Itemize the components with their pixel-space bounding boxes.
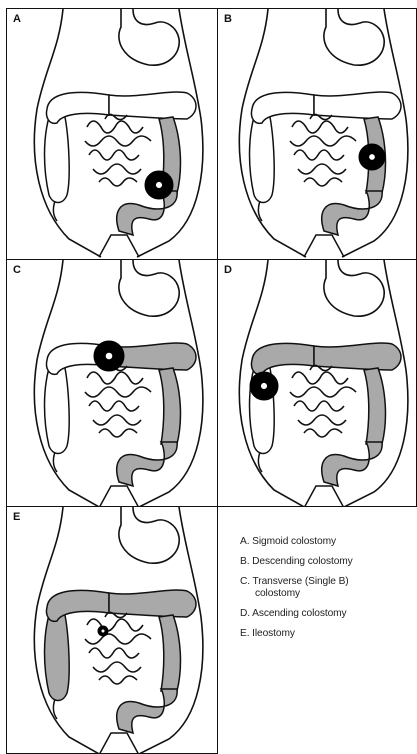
appendix <box>258 201 262 221</box>
stomach <box>324 9 384 65</box>
stomach <box>119 260 179 316</box>
transverse-colon-distal <box>109 590 196 617</box>
panel-e-anatomy <box>7 507 218 754</box>
appendix <box>53 699 57 719</box>
transverse-colon-distal <box>314 343 401 370</box>
small-bowel-loop <box>298 164 346 174</box>
sigmoid-colon <box>117 689 177 733</box>
small-bowel-loop <box>87 121 143 133</box>
transverse-colon-proximal <box>251 92 314 123</box>
small-bowel-loop <box>85 634 151 644</box>
small-bowel-loop <box>290 387 356 397</box>
small-bowel-loop <box>85 136 151 146</box>
sigmoid-colon <box>322 442 382 486</box>
panel-d: D <box>217 259 417 507</box>
panel-b-letter: B <box>224 13 232 25</box>
legend-item-c-line1: C. Transverse (Single B) <box>240 576 349 587</box>
sigmoid-colon <box>117 442 177 486</box>
small-bowel-loop <box>298 415 346 425</box>
descending-colon <box>364 368 385 444</box>
ascending-colon <box>250 117 275 203</box>
stoma-opening <box>102 630 105 633</box>
appendix <box>53 452 57 472</box>
panel-e: E <box>6 506 218 754</box>
small-bowel-loop <box>89 150 139 160</box>
transverse-colon-proximal <box>251 343 314 374</box>
small-bowel-loop <box>292 121 348 133</box>
pelvic-outline <box>304 486 344 507</box>
transverse-colon-distal <box>314 92 401 119</box>
descending-colon <box>159 368 180 444</box>
stoma-opening <box>106 353 113 360</box>
small-bowel-loop <box>99 676 137 684</box>
pelvic-outline <box>304 235 344 257</box>
small-bowel-loop <box>99 429 137 437</box>
ascending-colon <box>45 615 70 701</box>
small-bowel-loop <box>85 387 151 397</box>
ascending-colon <box>45 368 70 454</box>
ascending-colon <box>45 117 70 203</box>
stomach <box>324 260 384 316</box>
small-bowel-loop <box>294 150 344 160</box>
transverse-colon-distal <box>109 92 196 119</box>
small-bowel-loop <box>93 415 141 425</box>
pelvic-outline <box>99 235 139 257</box>
pelvic-outline <box>99 486 139 507</box>
small-bowel-loop <box>290 136 356 146</box>
stomach <box>119 9 179 65</box>
panel-d-letter: D <box>224 264 232 276</box>
stoma-opening <box>261 383 267 389</box>
legend-item-c: C. Transverse (Single B) colostomy <box>240 576 416 600</box>
small-bowel-loop <box>93 164 141 174</box>
stoma-opening <box>156 182 162 188</box>
legend-item-d: D. Ascending colostomy <box>240 608 416 620</box>
appendix <box>53 201 57 221</box>
panel-b: B <box>217 8 417 260</box>
small-bowel-loop <box>99 178 137 186</box>
transverse-colon-proximal <box>46 92 109 123</box>
transverse-colon-proximal <box>46 590 109 621</box>
small-bowel-loop <box>89 401 139 411</box>
descending-colon <box>159 615 180 691</box>
panel-a-anatomy <box>7 9 218 260</box>
small-bowel-loop <box>304 178 342 186</box>
small-bowel-loop <box>93 662 141 672</box>
panel-c: C <box>6 259 218 507</box>
pelvic-outline <box>99 733 139 754</box>
stomach <box>119 507 179 563</box>
panel-c-anatomy <box>7 260 218 507</box>
appendix <box>258 452 262 472</box>
small-bowel-loop <box>87 619 143 631</box>
legend-item-e: E. Ileostomy <box>240 628 416 640</box>
legend: A. Sigmoid colostomy B. Descending colos… <box>240 536 416 648</box>
legend-item-b: B. Descending colostomy <box>240 556 416 568</box>
panel-a-letter: A <box>13 13 21 25</box>
small-bowel-loop <box>304 429 342 437</box>
legend-item-a: A. Sigmoid colostomy <box>240 536 416 548</box>
small-bowel-loop <box>89 648 139 658</box>
small-bowel-loop <box>87 372 143 384</box>
legend-item-c-line2: colostomy <box>240 588 416 600</box>
small-bowel-loop <box>292 372 348 384</box>
panel-e-letter: E <box>13 511 20 523</box>
small-bowel-loop <box>294 401 344 411</box>
sigmoid-colon <box>117 191 177 235</box>
sigmoid-colon <box>322 191 382 235</box>
panel-b-anatomy <box>218 9 417 260</box>
panel-d-anatomy <box>218 260 417 507</box>
panel-a: A <box>6 8 218 260</box>
stoma-opening <box>369 154 375 160</box>
panel-c-letter: C <box>13 264 21 276</box>
